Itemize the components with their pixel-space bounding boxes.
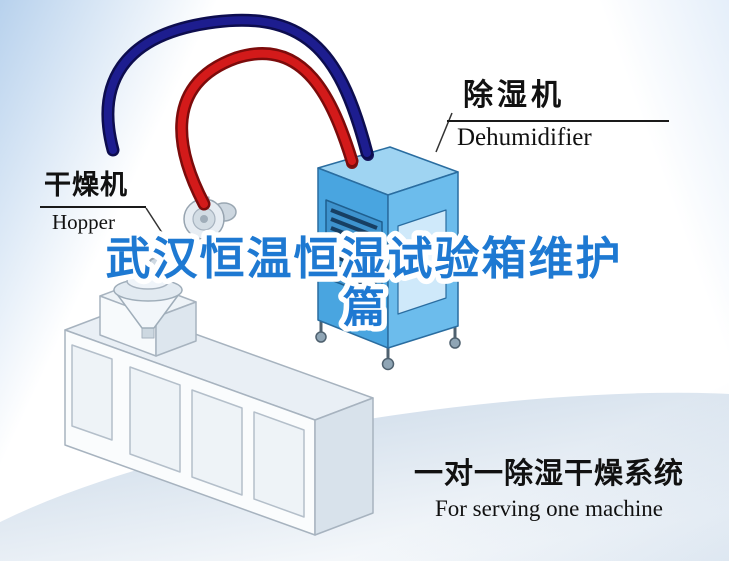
caption-en: For serving one machine [434, 496, 664, 521]
dehumidifier-leader-line [435, 112, 453, 153]
caption: 一对一除湿干燥系统 For serving one machine [404, 450, 694, 522]
control-panel [397, 209, 447, 315]
return-air-pipe [101, 13, 374, 160]
headline-line1: 武汉恒温恒湿试验箱维护 [105, 233, 622, 284]
hopper-leader-line [145, 207, 171, 246]
caster-wheels [315, 320, 461, 371]
hopper-blower [148, 196, 237, 269]
vent-grille [325, 199, 383, 301]
dehumidifier-label-rule [447, 120, 669, 122]
dehumidifier-label: 除湿机 Dehumidifier [447, 70, 669, 152]
hopper-funnel [113, 267, 183, 339]
dehumidifier-label-zh: 除湿机 [463, 79, 565, 112]
dehumidifier-label-en: Dehumidifier [457, 124, 592, 151]
hopper-label-zh: 干燥机 [44, 170, 128, 200]
caption-zh: 一对一除湿干燥系统 [413, 458, 684, 490]
headline-line2: 篇 [343, 284, 385, 331]
hopper-label-rule [40, 206, 146, 208]
extruder-illustration [64, 196, 374, 536]
hopper-label-en: Hopper [52, 210, 115, 234]
headline: 武汉恒温恒湿试验箱维护 篇 [100, 228, 626, 337]
hopper-label: 干燥机 Hopper [40, 163, 146, 235]
supply-air-pipe [175, 47, 359, 211]
